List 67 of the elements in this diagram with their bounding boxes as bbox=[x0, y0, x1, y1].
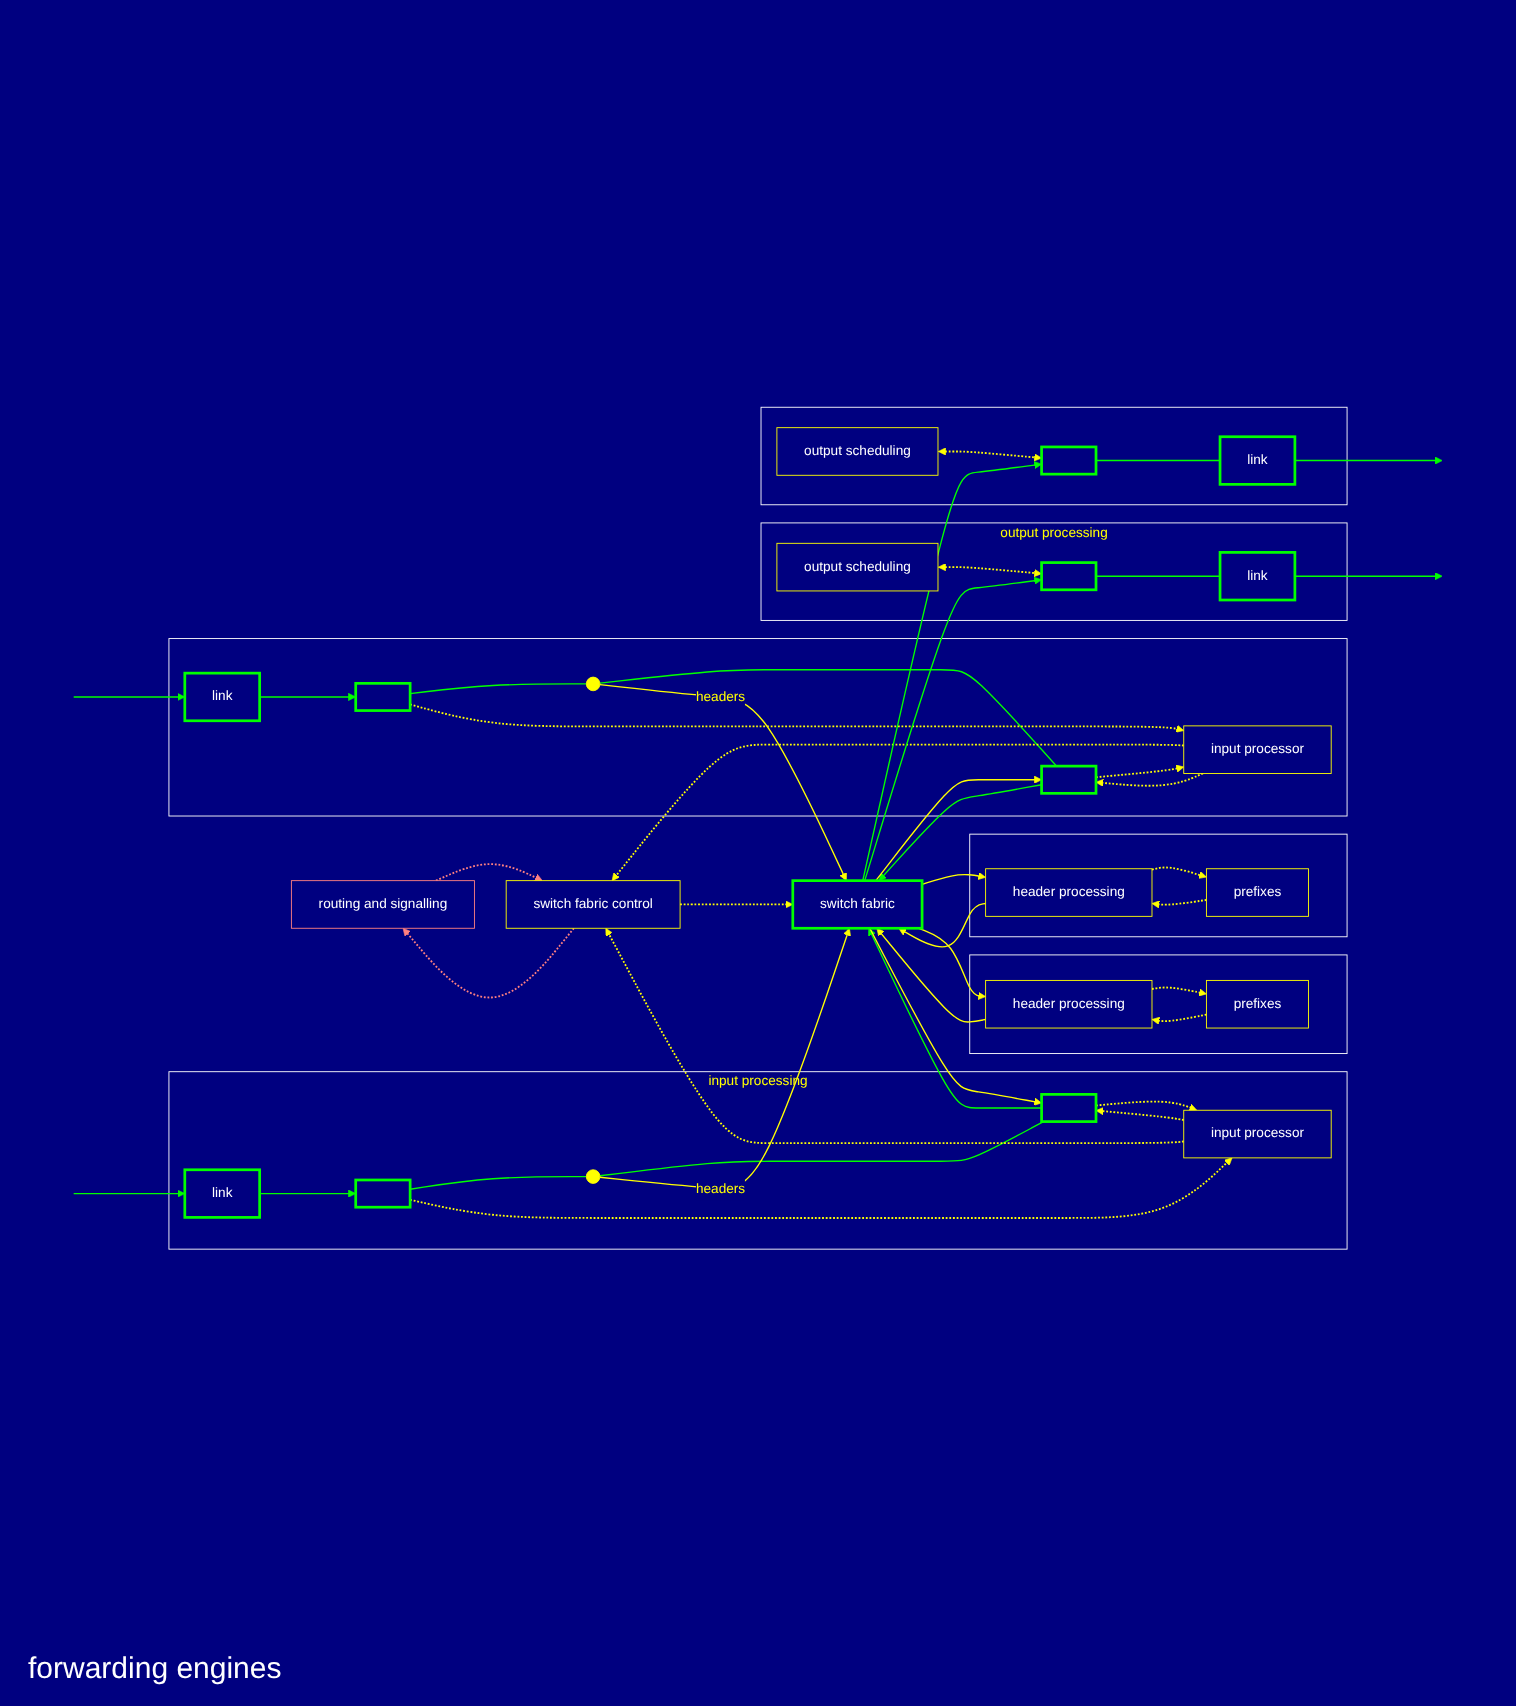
arrow bbox=[1095, 1106, 1185, 1121]
node-box bbox=[1218, 550, 1297, 602]
arrow bbox=[938, 562, 1042, 577]
node-box bbox=[776, 542, 939, 592]
node-box bbox=[1040, 445, 1098, 476]
connector bbox=[1095, 575, 1221, 577]
arrow bbox=[73, 692, 186, 701]
node-box bbox=[1218, 435, 1297, 486]
cluster bbox=[168, 1071, 1348, 1250]
node-box bbox=[290, 879, 475, 929]
node-circle bbox=[585, 1169, 601, 1184]
arrow bbox=[1095, 764, 1185, 778]
node-box bbox=[1040, 561, 1098, 591]
arrow bbox=[73, 1189, 186, 1198]
arrow bbox=[1095, 1100, 1198, 1112]
arrow bbox=[1294, 572, 1443, 580]
connector bbox=[409, 1175, 587, 1190]
arrow bbox=[679, 900, 794, 909]
arrow bbox=[921, 871, 986, 885]
node-box bbox=[791, 879, 924, 930]
cluster bbox=[168, 637, 1348, 817]
arrow bbox=[1151, 1013, 1208, 1025]
cluster bbox=[969, 833, 1348, 937]
node-box bbox=[1205, 979, 1309, 1029]
node-box bbox=[354, 681, 412, 712]
arrow bbox=[409, 1157, 1233, 1219]
cluster bbox=[969, 954, 1348, 1054]
arrow bbox=[938, 447, 1042, 462]
note-text: forwarding engines bbox=[26, 1650, 284, 1690]
arrow bbox=[862, 460, 1042, 882]
node-box bbox=[1040, 1092, 1098, 1123]
arrow bbox=[1095, 772, 1204, 787]
node-box bbox=[1183, 1109, 1332, 1159]
arrow bbox=[1151, 866, 1207, 879]
arrow bbox=[435, 863, 543, 882]
arrow bbox=[402, 927, 575, 999]
arrow bbox=[864, 576, 1042, 882]
arrow bbox=[876, 927, 987, 1023]
connector bbox=[599, 1120, 1045, 1177]
arrow bbox=[599, 683, 847, 881]
arrow bbox=[611, 743, 1185, 881]
connector bbox=[409, 683, 587, 695]
connector bbox=[599, 668, 1058, 767]
node-box bbox=[776, 427, 939, 476]
node-box bbox=[183, 671, 261, 722]
arrow bbox=[258, 692, 357, 701]
connector bbox=[1095, 459, 1221, 461]
arrow bbox=[898, 902, 987, 948]
arrow bbox=[1294, 456, 1443, 465]
arrow bbox=[258, 1189, 357, 1198]
node-box bbox=[985, 868, 1153, 917]
node-box bbox=[1205, 868, 1309, 917]
node-box bbox=[505, 879, 681, 929]
cluster bbox=[760, 522, 1348, 621]
arrow bbox=[599, 927, 851, 1189]
arrow bbox=[1151, 986, 1207, 997]
node-box bbox=[985, 979, 1153, 1029]
node-box bbox=[354, 1178, 412, 1209]
node-box bbox=[183, 1168, 261, 1219]
node-circle bbox=[585, 676, 601, 691]
node-box bbox=[1183, 725, 1332, 774]
arrow bbox=[1151, 898, 1208, 909]
node-box bbox=[1040, 764, 1098, 795]
cluster bbox=[760, 406, 1348, 505]
arrow bbox=[918, 927, 986, 1000]
arrow bbox=[605, 927, 1185, 1144]
arrow bbox=[409, 703, 1185, 733]
